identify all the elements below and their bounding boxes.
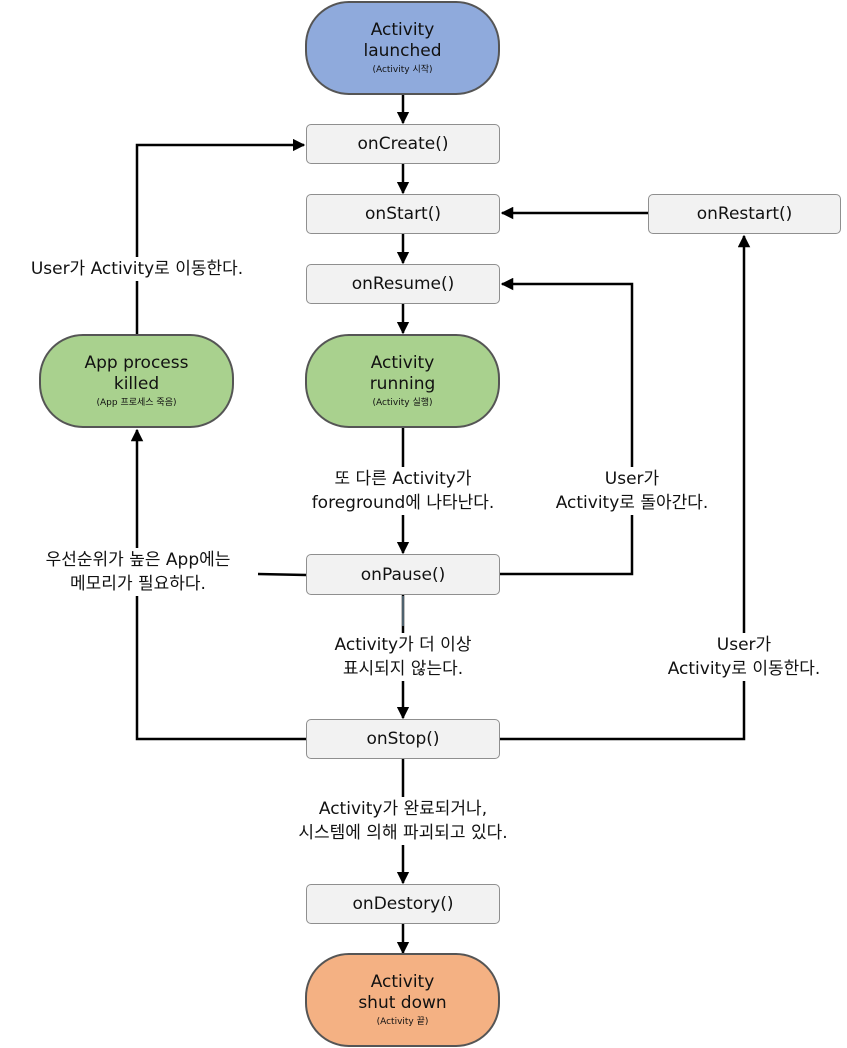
label-line-1: 또 다른 Activity가 bbox=[334, 469, 472, 489]
label-line-1: Activity가 완료되거나, bbox=[318, 799, 488, 819]
label-memory-needed: 우선순위가 높은 App에는 메모리가 필요하다. bbox=[20, 548, 256, 596]
label-line-2: foreground에 나타난다. bbox=[311, 493, 495, 513]
node-title: App process bbox=[84, 352, 189, 373]
node-title: Activity bbox=[370, 352, 435, 373]
node-title: Activity bbox=[370, 971, 435, 992]
label-line-2: 시스템에 의해 파괴되고 있다. bbox=[298, 823, 508, 843]
arrow-onstop-to-killed bbox=[130, 428, 306, 741]
node-onresume: onResume() bbox=[306, 264, 500, 304]
label-line-2: 표시되지 않는다. bbox=[342, 659, 464, 679]
node-activity-launched: Activity launched (Activity 시작) bbox=[305, 1, 500, 95]
label-line-2: 메모리가 필요하다. bbox=[70, 574, 206, 594]
node-subtitle: (Activity 끝) bbox=[376, 1016, 429, 1027]
arrow-onstop-to-onrestart bbox=[500, 234, 751, 741]
node-title-line2: shut down bbox=[358, 992, 447, 1013]
label-not-visible: Activity가 더 이상 표시되지 않는다. bbox=[303, 633, 503, 681]
node-onpause: onPause() bbox=[306, 554, 500, 595]
arrow-onpause-to-onresume bbox=[500, 277, 634, 576]
line-onpause-to-memory bbox=[257, 572, 307, 577]
label-user-returns: User가 Activity로 돌아간다. bbox=[537, 467, 727, 515]
node-onrestart: onRestart() bbox=[648, 194, 841, 234]
node-subtitle: (App 프로세스 죽음) bbox=[96, 397, 177, 408]
label-line-1: 우선순위가 높은 App에는 bbox=[45, 550, 231, 570]
node-title-line2: launched bbox=[363, 40, 442, 61]
node-title-line2: killed bbox=[113, 373, 160, 394]
node-ondestroy: onDestory() bbox=[306, 884, 500, 924]
label-user-navigates-left: User가 Activity로 이동한다. bbox=[8, 257, 266, 281]
label-line-1: User가 bbox=[716, 635, 772, 655]
node-oncreate: onCreate() bbox=[306, 124, 500, 164]
node-activity-shutdown: Activity shut down (Activity 끝) bbox=[305, 953, 500, 1047]
label-another-activity-foreground: 또 다른 Activity가 foreground에 나타난다. bbox=[283, 467, 523, 515]
node-subtitle: (Activity 실행) bbox=[372, 397, 433, 408]
node-activity-running: Activity running (Activity 실행) bbox=[305, 334, 500, 428]
node-title: Activity bbox=[370, 19, 435, 40]
node-onstart: onStart() bbox=[306, 194, 500, 234]
label-line-2: Activity로 돌아간다. bbox=[555, 493, 709, 513]
label-line-2: Activity로 이동한다. bbox=[667, 659, 821, 679]
node-onstop: onStop() bbox=[306, 719, 500, 759]
node-app-process-killed: App process killed (App 프로세스 죽음) bbox=[39, 334, 234, 428]
label-line-1: Activity가 더 이상 bbox=[334, 635, 472, 655]
node-title-line2: running bbox=[369, 373, 436, 394]
label-user-navigates-right: User가 Activity로 이동한다. bbox=[650, 633, 838, 681]
arrow-killed-to-oncreate bbox=[135, 138, 306, 334]
label-finishing-or-destroyed: Activity가 완료되거나, 시스템에 의해 파괴되고 있다. bbox=[273, 797, 533, 845]
label-line: User가 Activity로 이동한다. bbox=[30, 259, 244, 279]
node-subtitle: (Activity 시작) bbox=[372, 64, 433, 75]
label-line-1: User가 bbox=[604, 469, 660, 489]
